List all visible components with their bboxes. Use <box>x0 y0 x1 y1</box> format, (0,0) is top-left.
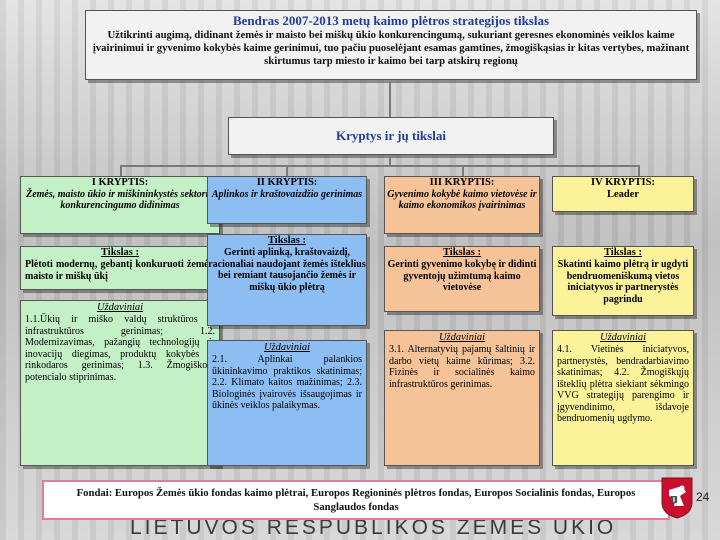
direction-2-box: II KRYPTIS: Aplinkos ir kraštovaizdžio g… <box>207 176 367 224</box>
strategy-goal-title: Bendras 2007-2013 metų kaimo plėtros str… <box>86 13 696 29</box>
direction-1-tasks: Uždaviniai 1.1.Ūkių ir miško valdų struk… <box>20 300 220 466</box>
direction-2-tasks: Uždaviniai 2.1. Aplinkai palankios ūkini… <box>207 340 367 466</box>
directions-box: Kryptys ir jų tikslai <box>228 117 554 155</box>
direction-2-subtitle: Aplinkos ir kraštovaizdžio gerinimas <box>208 189 366 200</box>
direction-3-tasks-title: Uždaviniai <box>385 331 539 344</box>
connector-line <box>286 165 288 176</box>
connector-line <box>462 165 464 176</box>
direction-3-title: III KRYPTIS: <box>385 177 539 189</box>
direction-3-box: III KRYPTIS: Gyvenimo kokybė kaimo vieto… <box>384 176 540 234</box>
direction-4-tasks-title: Uždaviniai <box>553 331 693 344</box>
page-number-text: 24 <box>696 490 709 504</box>
direction-1-tasks-text: 1.1.Ūkių ir miško valdų struktūros ir in… <box>21 314 219 383</box>
page-number: 24 <box>696 490 718 508</box>
direction-2-goal-title: Tikslas : <box>208 235 366 247</box>
direction-1-goal: Tikslas : Plėtoti modernų, gebantį konku… <box>20 246 220 290</box>
direction-3-goal-text: Gerinti gyvenimo kokybę ir didinti gyven… <box>385 259 539 294</box>
direction-3-tasks-text: 3.1. Alternatyvių pajamų šaltinių ir dar… <box>385 344 539 390</box>
direction-4-tasks: Uždaviniai 4.1. Vietinės iniciatyvos, pa… <box>552 330 694 466</box>
funds-box: Fondai: Europos Žemės ūkio fondas kaimo … <box>42 480 670 520</box>
direction-4-tasks-text: 4.1. Vietinės iniciatyvos, partnerystės,… <box>553 344 693 425</box>
connector-line <box>120 165 640 167</box>
direction-3-goal-title: Tikslas : <box>385 247 539 259</box>
direction-4-goal-text: Skatinti kaimo plėtrą ir ugdyti bendruom… <box>553 259 693 305</box>
direction-1-subtitle: Žemės, maisto ūkio ir miškininkystės sek… <box>21 189 219 211</box>
direction-3-subtitle: Gyvenimo kokybė kaimo vietovėse ir kaimo… <box>385 189 539 211</box>
direction-1-tasks-title: Uždaviniai <box>21 301 219 314</box>
coat-of-arms-icon <box>660 476 694 520</box>
connector-line <box>638 165 640 176</box>
direction-3-goal: Tikslas : Gerinti gyvenimo kokybę ir did… <box>384 246 540 312</box>
direction-2-tasks-text: 2.1. Aplinkai palankios ūkininkavimo pra… <box>208 354 366 412</box>
connector-line <box>120 165 122 176</box>
funds-text: Fondai: Europos Žemės ūkio fondas kaimo … <box>52 486 660 514</box>
strategy-goal-box: Bendras 2007-2013 metų kaimo plėtros str… <box>85 10 697 80</box>
direction-1-goal-text: Plėtoti modernų, gebantį konkuruoti žemė… <box>21 259 219 282</box>
direction-4-title: IV KRYPTIS: <box>553 177 693 189</box>
direction-1-title: I KRYPTIS: <box>21 177 219 189</box>
direction-1-goal-title: Tikslas : <box>21 247 219 259</box>
direction-4-subtitle: Leader <box>553 189 693 201</box>
connector-line <box>389 81 391 117</box>
directions-title: Kryptys ir jų tikslai <box>336 128 446 144</box>
direction-1-box: I KRYPTIS: Žemės, maisto ūkio ir miškini… <box>20 176 220 234</box>
direction-2-title: II KRYPTIS: <box>208 177 366 189</box>
direction-2-tasks-title: Uždaviniai <box>208 341 366 354</box>
direction-3-tasks: Uždaviniai 3.1. Alternatyvių pajamų šalt… <box>384 330 540 466</box>
strategy-goal-text: Užtikrinti augimą, didinant žemės ir mai… <box>86 29 696 68</box>
direction-4-goal-title: Tikslas : <box>553 247 693 259</box>
direction-4-box: IV KRYPTIS: Leader <box>552 176 694 212</box>
direction-4-goal: Tikslas : Skatinti kaimo plėtrą ir ugdyt… <box>552 246 694 316</box>
direction-2-goal: Tikslas : Gerinti aplinką, kraštovaizdį,… <box>207 234 367 326</box>
direction-2-goal-text: Gerinti aplinką, kraštovaizdį, racionali… <box>208 247 366 293</box>
